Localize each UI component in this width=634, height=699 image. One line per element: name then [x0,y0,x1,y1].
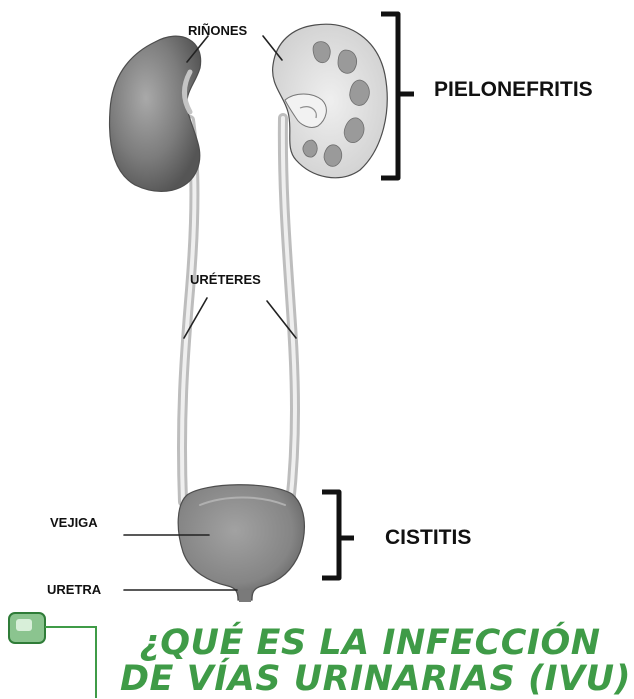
cistitis-bracket [322,492,354,578]
page-title-line-2: DE VÍAS URINARIAS (IVU)? [120,660,620,698]
label-ureteres: URÉTERES [190,272,261,287]
bladder [178,485,304,600]
label-cistitis: CISTITIS [385,526,471,550]
title-divider [45,627,96,698]
left-kidney [110,36,201,191]
label-uretra: URETRA [47,582,101,597]
page-title-line-1: ¿QUÉ ES LA INFECCIÓN [120,624,620,662]
label-pielonefritis: PIELONEFRITIS [434,78,593,102]
label-rinones: RIÑONES [188,23,247,38]
urethra [239,590,251,602]
label-vejiga: VEJIGA [50,515,98,530]
